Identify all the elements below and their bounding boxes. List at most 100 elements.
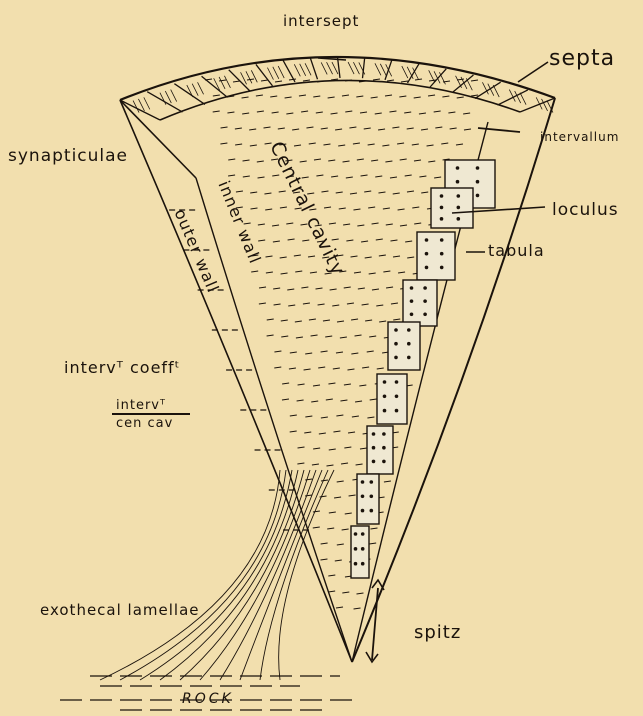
cell-dot [407,342,411,346]
cell-dot [476,166,480,170]
cell-dot [372,432,376,436]
septum-divider [174,84,205,105]
loculus-label: loculus [552,200,619,220]
cavity-dash [221,127,228,128]
cavity-dash [219,80,226,81]
loculus-cell [388,322,420,370]
lamella-stroke [240,470,322,680]
cavity-dash [355,335,362,336]
cell-dot [361,494,365,498]
cavity-dash [294,255,301,256]
cavity-dash [304,369,311,370]
cavity-dash [434,111,441,112]
cavity-dash [334,497,341,498]
cavity-dash [300,161,307,162]
cavity-dash [338,145,345,146]
cavity-dash [434,177,441,178]
septum-hatch [327,62,333,74]
cavity-dash [350,193,357,194]
cavity-dash [313,511,320,512]
septum-hatch [224,76,230,88]
cavity-dash [251,271,258,272]
cavity-dash [296,337,303,338]
cavity-dash [295,271,302,272]
cavity-dash [321,191,328,192]
cavity-dash [305,479,312,480]
cell-dot [440,238,444,242]
cavity-dash [404,112,411,113]
cavity-dash [328,97,335,98]
cavity-dash [351,256,358,257]
cavity-dash [298,447,305,448]
cavity-dash [235,128,242,129]
cavity-dash [289,368,296,369]
cavity-dash [286,223,293,224]
cavity-dash [398,209,405,210]
cavity-dash [297,463,304,464]
cavity-dash [345,111,352,112]
cavity-dash [341,463,348,464]
cavity-dash [235,144,242,145]
cavity-dash [321,480,328,481]
cavity-dash [267,319,274,320]
cell-dot [423,299,427,303]
cavity-dash [463,113,470,114]
cavity-dash [309,143,316,144]
cavity-dash [295,321,302,322]
cavity-dash [325,336,332,337]
cavity-dash [324,207,331,208]
cavity-dash [302,240,309,241]
loculus-cell [377,374,407,424]
septum-hatch [402,66,408,78]
exothecal-lamellae-label: exothecal lamellae [40,601,200,619]
intervallum-arrow [478,128,520,132]
cavity-dash [279,191,286,192]
cavity-dash [336,415,343,416]
cavity-dash [361,241,368,242]
septum-hatch [160,93,166,105]
central-cavity-hatching [205,79,478,609]
cavity-dash [213,111,220,112]
septum-hatch [294,64,300,76]
cavity-dash [386,287,393,288]
cavity-dash [383,271,390,272]
cavity-dash [327,528,334,529]
cavity-dash [213,95,220,96]
cavity-dash [354,608,361,609]
cell-dot [425,266,429,270]
cavity-dash [285,97,292,98]
cavity-dash [321,543,328,544]
septum-hatch [353,62,359,74]
cavity-dash [282,383,289,384]
cavity-dash [335,560,342,561]
exothecal-lamellae-and-rock [60,470,360,710]
cavity-dash [379,255,386,256]
cavity-dash [355,401,362,402]
cavity-dash [357,225,364,226]
tabulae-column [351,160,495,578]
cavity-dash [305,495,312,496]
cavity-dash [333,431,340,432]
cell-dot [425,252,429,256]
cell-dot [382,446,386,450]
cavity-dash [288,305,295,306]
cavity-dash [310,272,317,273]
cavity-dash [311,335,318,336]
cavity-dash [349,495,356,496]
cavity-dash [258,224,265,225]
cell-dot [370,480,374,484]
cell-dot [423,286,427,290]
cavity-dash [275,81,282,82]
cell-dot [394,342,398,346]
cell-dot [407,328,411,332]
cavity-dash [259,287,266,288]
cavity-dash [347,303,354,304]
cavity-dash [267,335,274,336]
cell-dot [410,286,414,290]
ratio-numerator: intervᵀ [116,398,166,413]
cell-dot [361,480,365,484]
cavity-dash [249,129,256,130]
cavity-dash [326,399,333,400]
cavity-dash [344,384,351,385]
ratio-denominator: cen cav [116,416,173,431]
